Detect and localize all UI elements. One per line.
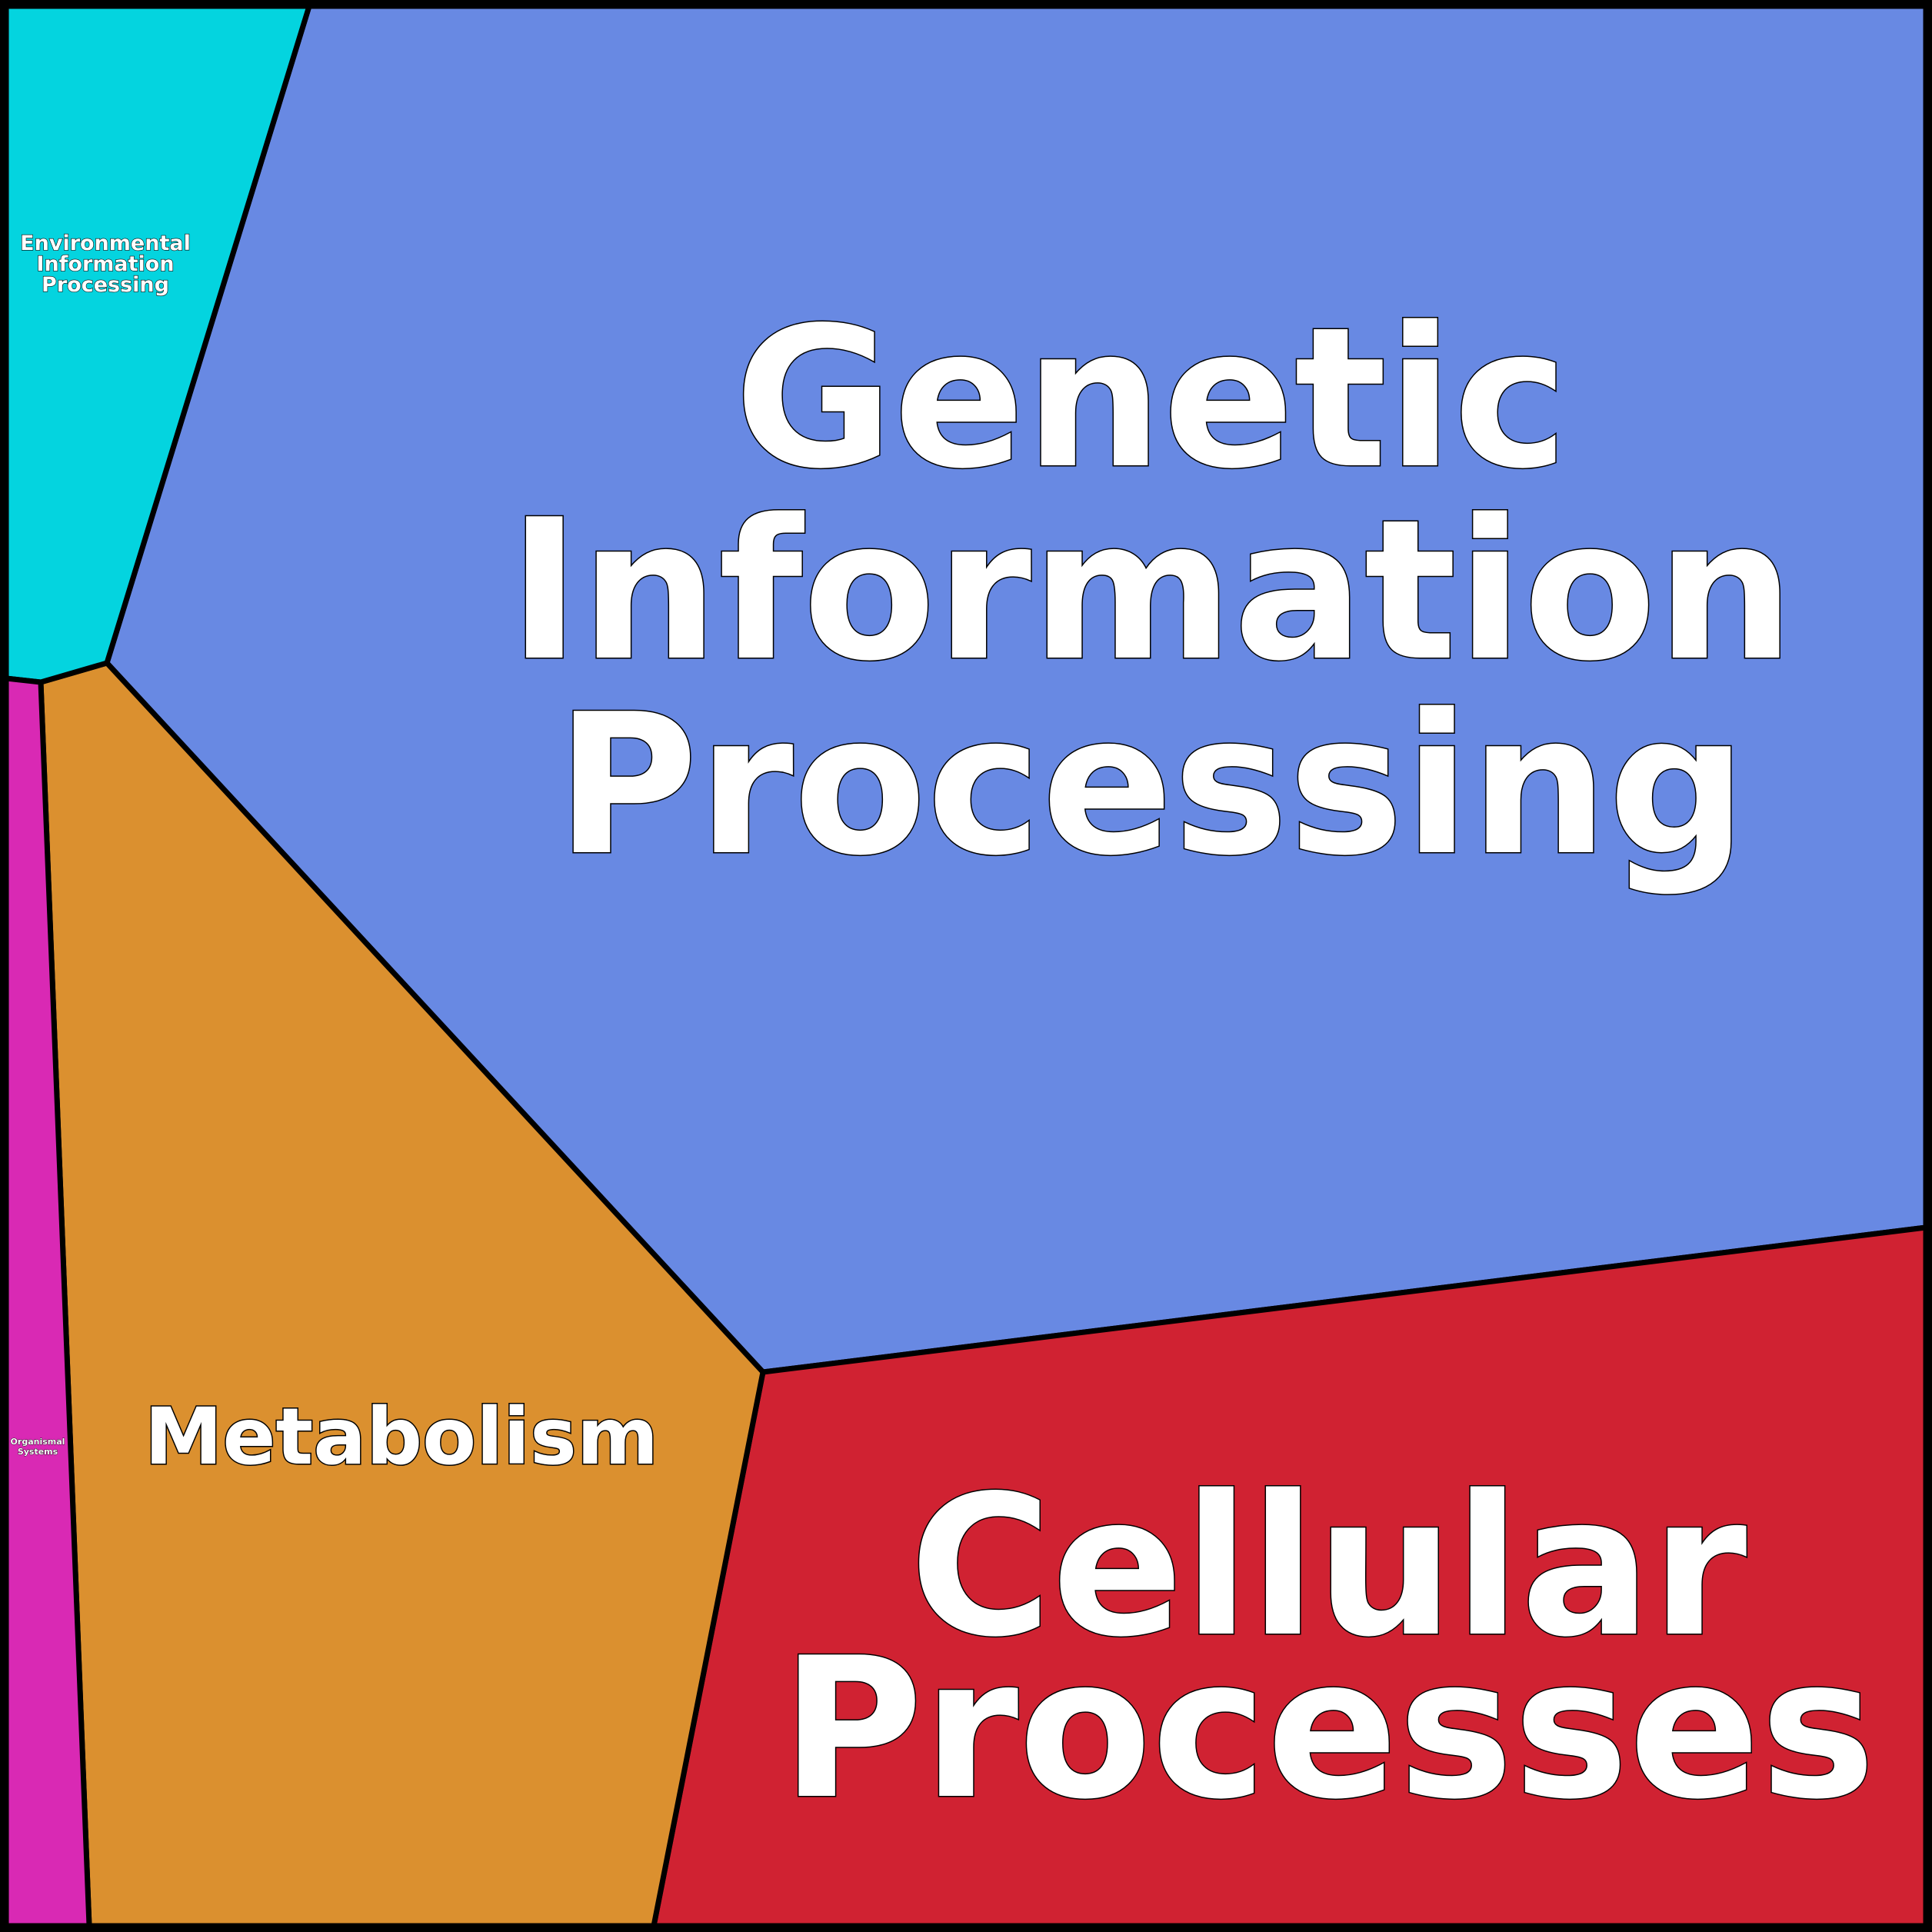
label-line: Processes [781,1617,1875,1842]
label-line: Information [36,252,174,276]
cell-organismal-systems[interactable] [3,675,92,1929]
label-line: Information [508,478,1794,704]
label-organismal-systems: Organismal Systems [10,1437,65,1457]
label-line: Cellular [910,1454,1747,1680]
label-line: Metabolism [145,1391,658,1483]
label-line: Environmental [20,232,191,255]
label-line: Processing [42,273,169,297]
label-line: Genetic [734,286,1568,511]
label-cellular-processes: Cellular Processes [780,1454,1877,1844]
cell-environmental-information-processing[interactable] [3,3,313,685]
label-line: Processing [556,673,1747,898]
label-metabolism: Metabolism [143,1391,659,1484]
label-line: Systems [18,1447,58,1457]
label-environmental-information-processing: Environmental Information Processing [20,231,192,297]
label-genetic-information-processing: Genetic Information Processing [507,285,1795,900]
label-line: Organismal [11,1437,65,1447]
